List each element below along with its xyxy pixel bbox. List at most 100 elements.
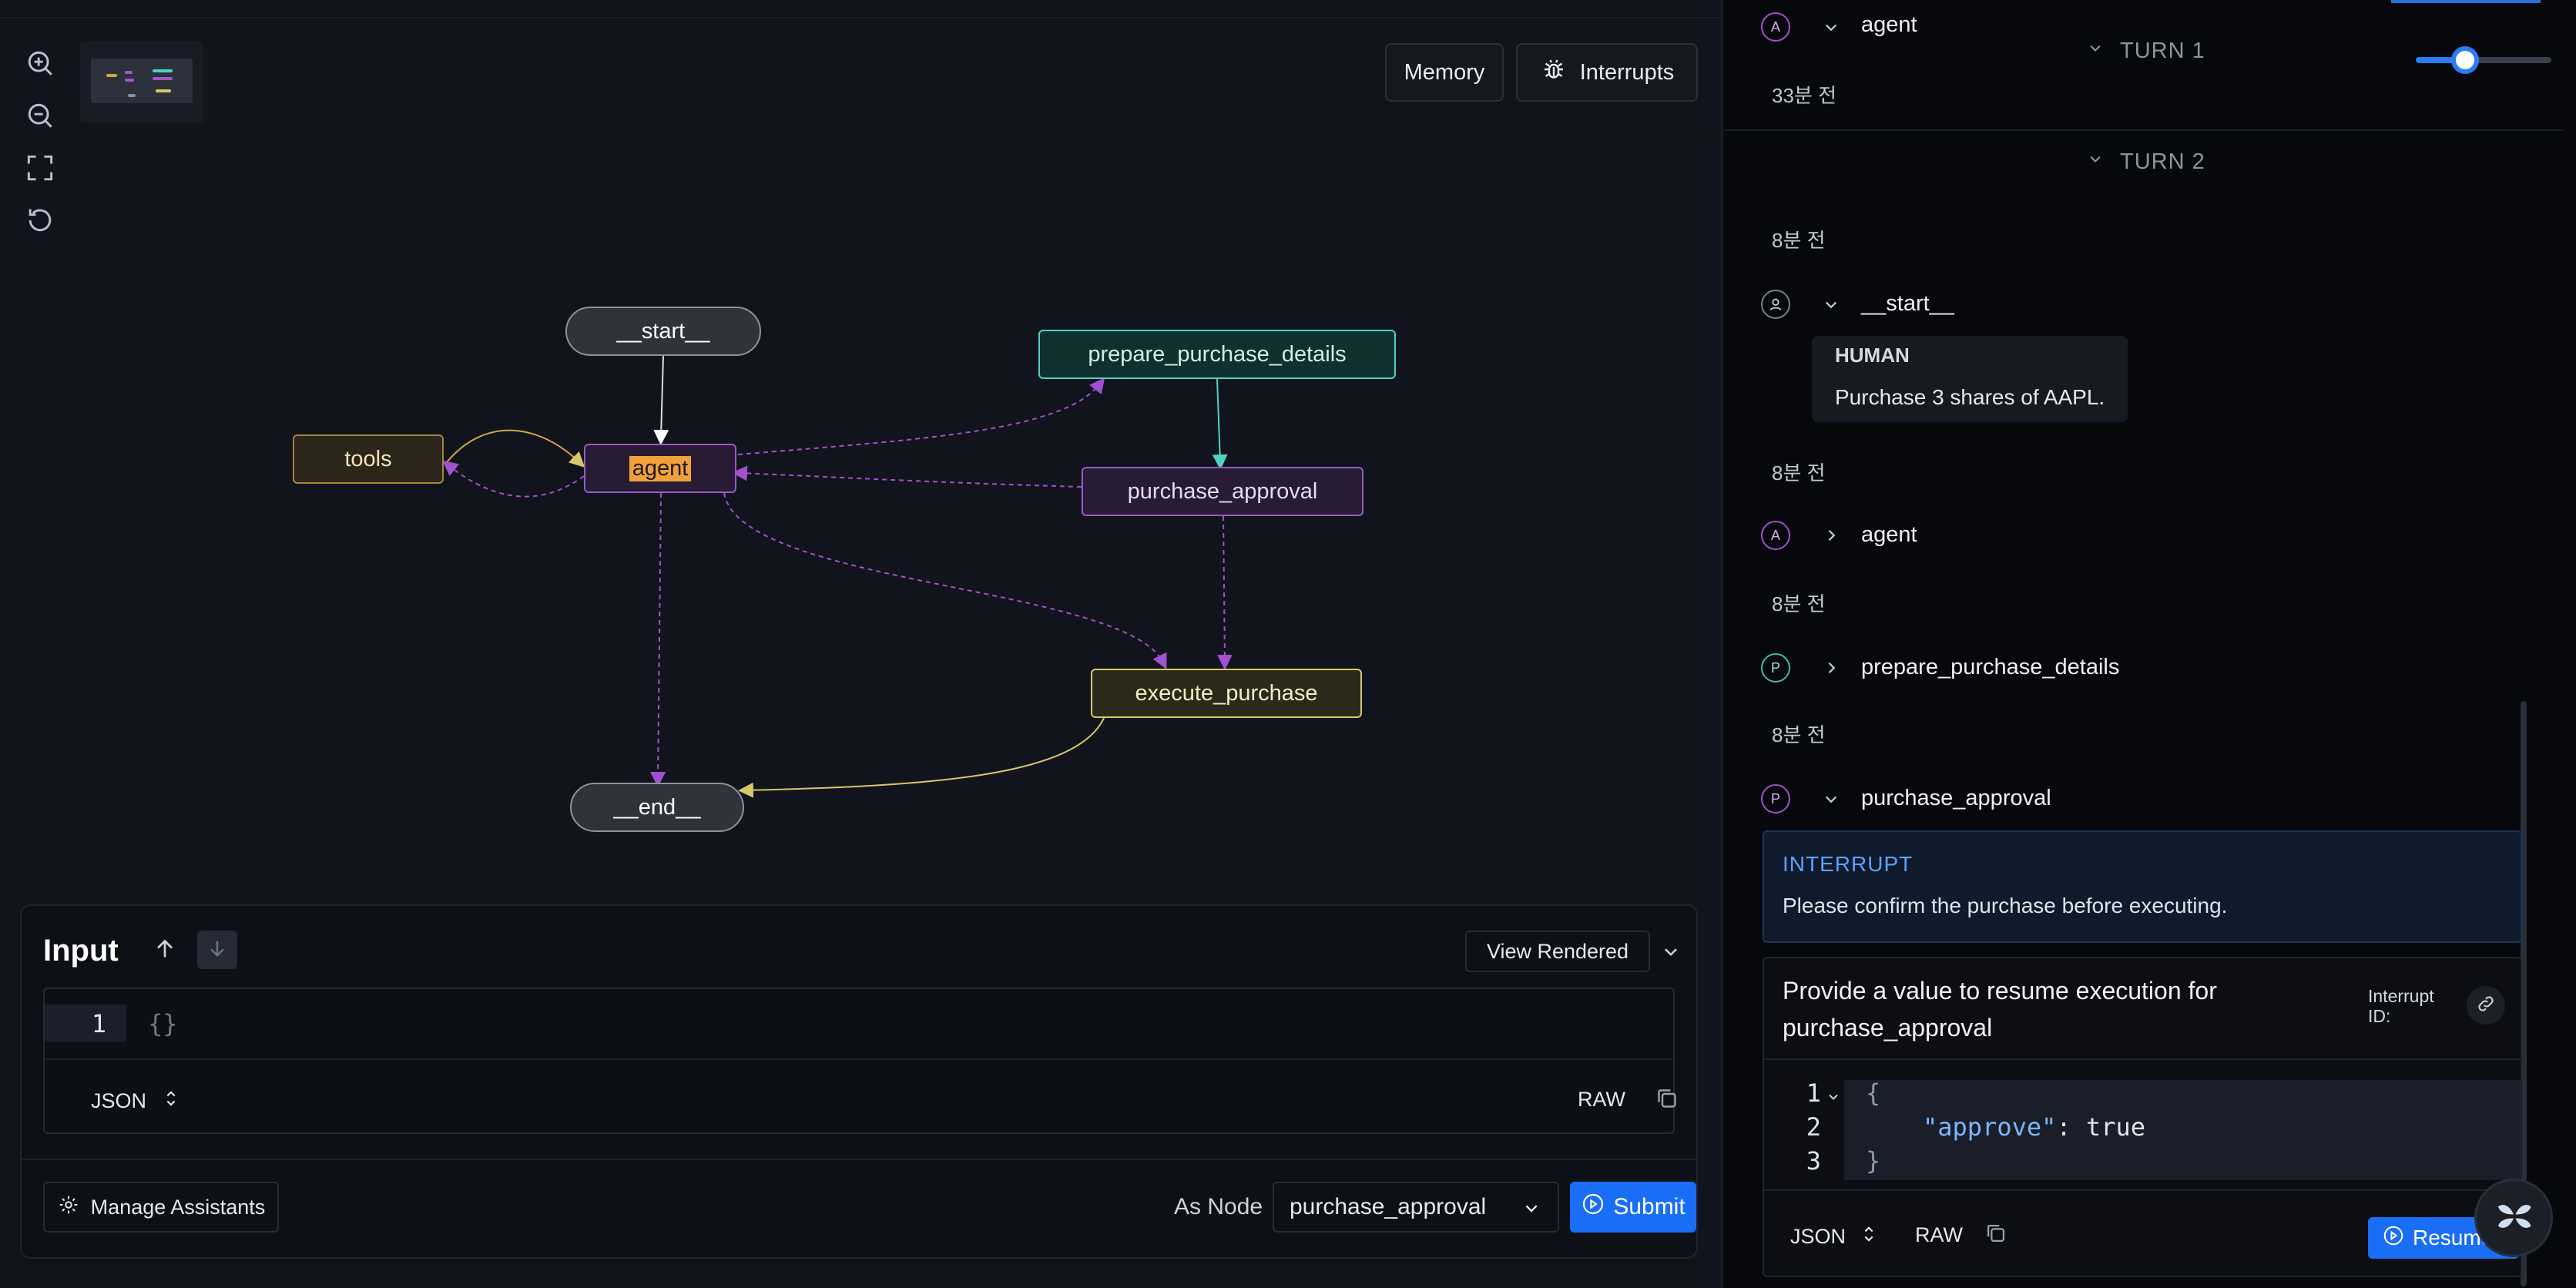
editor-line-number: 1 xyxy=(91,1009,106,1038)
fit-view-icon[interactable] xyxy=(23,151,57,185)
chevron-down-icon[interactable] xyxy=(1820,787,1843,810)
arrow-down-button[interactable] xyxy=(197,931,237,969)
zoom-out-icon[interactable] xyxy=(23,99,57,132)
chevron-down-icon[interactable] xyxy=(1820,293,1843,316)
zoom-in-icon[interactable] xyxy=(23,46,57,80)
resume-format-select[interactable]: JSON xyxy=(1790,1223,1880,1250)
manage-assistants-button[interactable]: Manage Assistants xyxy=(43,1182,279,1233)
gear-icon xyxy=(57,1193,80,1222)
input-divider xyxy=(22,1159,1696,1160)
step-name[interactable]: agent xyxy=(1861,522,1917,547)
turn-slider-fill xyxy=(2416,57,2465,63)
resume-card: Provide a value to resume execution for … xyxy=(1763,957,2522,1277)
step-name[interactable]: prepare_purchase_details xyxy=(1861,655,2120,679)
step-name[interactable]: agent xyxy=(1861,12,1917,37)
node-prepare-purchase-details[interactable]: prepare_purchase_details xyxy=(1038,330,1396,379)
chevron-down-icon xyxy=(2085,148,2106,176)
resume-code-value: true xyxy=(2085,1112,2145,1142)
view-mode-label: View Rendered xyxy=(1486,939,1629,963)
node-purchase-approval[interactable]: purchase_approval xyxy=(1082,467,1363,516)
resume-editor[interactable]: 1 2 3 { "approve": true } xyxy=(1764,1058,2521,1191)
minimap-node xyxy=(106,74,117,77)
minimap-node xyxy=(153,69,173,72)
assistant-fab-button[interactable] xyxy=(2474,1179,2553,1257)
node-start-label: __start__ xyxy=(616,318,710,344)
edge-agent-tools xyxy=(442,460,585,498)
turn-1-header[interactable]: TURN 1 xyxy=(2085,37,2205,65)
link-button[interactable] xyxy=(2467,986,2505,1025)
chevron-right-icon[interactable] xyxy=(1820,524,1843,547)
avatar: A xyxy=(1761,12,1790,42)
bug-icon xyxy=(1540,55,1568,89)
format-select[interactable]: JSON xyxy=(91,1088,182,1115)
resume-code-close[interactable]: } xyxy=(1866,1146,1881,1176)
memory-button-label: Memory xyxy=(1404,59,1485,85)
minimap-viewport xyxy=(91,59,193,103)
reset-icon[interactable] xyxy=(23,203,57,237)
step-name[interactable]: purchase_approval xyxy=(1861,786,2051,810)
arrow-up-icon[interactable] xyxy=(151,935,179,963)
view-mode-select[interactable]: View Rendered xyxy=(1465,931,1650,972)
raw-toggle[interactable]: RAW xyxy=(1578,1088,1625,1111)
resume-code-open[interactable]: { xyxy=(1866,1078,1881,1108)
manage-assistants-label: Manage Assistants xyxy=(90,1195,266,1219)
memory-button[interactable]: Memory xyxy=(1385,43,1504,102)
turn-2-label: TURN 2 xyxy=(2120,149,2205,174)
turn-slider-track[interactable] xyxy=(2416,57,2551,63)
edge-approval-execute xyxy=(1216,515,1233,670)
chevron-down-icon[interactable] xyxy=(1820,15,1843,39)
minimap-node xyxy=(125,71,132,74)
input-panel: Input View Rendered 1 {} JSON RAW xyxy=(20,904,1698,1259)
minimap-node xyxy=(128,94,136,97)
turn-2-header[interactable]: TURN 2 xyxy=(2085,148,2205,176)
resume-line-number: 3 xyxy=(1806,1146,1821,1176)
node-execute-purchase[interactable]: execute_purchase xyxy=(1091,669,1362,718)
input-editor[interactable]: 1 {} JSON RAW xyxy=(43,988,1676,1134)
link-icon xyxy=(2476,994,2496,1018)
as-node-select[interactable]: purchase_approval xyxy=(1273,1182,1559,1233)
node-end-label: __end__ xyxy=(613,794,701,820)
step-time: 8분 전 xyxy=(1772,592,1826,615)
turn-slider-handle[interactable] xyxy=(2451,46,2479,74)
node-tools[interactable]: tools xyxy=(293,434,444,484)
edge-tools-agent xyxy=(446,429,585,468)
interrupt-id-text: Interrupt ID: xyxy=(2368,986,2434,1026)
interrupts-button[interactable]: Interrupts xyxy=(1516,43,1698,102)
editor-gutter xyxy=(45,1005,126,1041)
minimap[interactable] xyxy=(80,42,203,123)
resume-code-highlight xyxy=(1844,1080,2521,1180)
format-label: JSON xyxy=(91,1089,147,1112)
resume-code-line[interactable]: "approve": true xyxy=(1923,1112,2145,1142)
edge-start-agent xyxy=(653,355,669,445)
step-name[interactable]: __start__ xyxy=(1861,291,1954,316)
node-end[interactable]: __end__ xyxy=(570,783,744,832)
arrow-down-icon xyxy=(205,936,230,964)
interrupts-button-label: Interrupts xyxy=(1579,59,1675,85)
submit-button[interactable]: Submit xyxy=(1570,1182,1696,1233)
minimap-node xyxy=(156,89,171,92)
node-approval-label: purchase_approval xyxy=(1127,478,1318,504)
step-time: 8분 전 xyxy=(1772,461,1826,485)
node-agent[interactable]: agent xyxy=(584,444,736,493)
minimap-node xyxy=(125,79,134,82)
resume-raw-toggle[interactable]: RAW xyxy=(1915,1223,1963,1246)
node-tools-label: tools xyxy=(344,446,392,471)
play-circle-icon xyxy=(2382,1224,2405,1253)
node-agent-label: agent xyxy=(629,455,692,481)
edge-agent-prepare xyxy=(737,377,1105,455)
node-start[interactable]: __start__ xyxy=(565,307,761,356)
chevron-down-icon[interactable] xyxy=(1658,938,1684,964)
interrupt-message: Please confirm the purchase before execu… xyxy=(1783,894,2228,917)
chevron-updown-icon xyxy=(160,1088,182,1115)
thread-scrollbar[interactable] xyxy=(2521,701,2527,1286)
interrupt-title: INTERRUPT xyxy=(1783,852,1914,876)
copy-icon[interactable] xyxy=(1653,1085,1681,1112)
fold-chevron-icon[interactable] xyxy=(1826,1089,1841,1105)
interrupt-card: INTERRUPT Please confirm the purchase be… xyxy=(1763,830,2522,943)
editor-code[interactable]: {} xyxy=(148,1009,178,1038)
chevron-right-icon[interactable] xyxy=(1820,656,1843,679)
copy-icon[interactable] xyxy=(1983,1220,2009,1246)
interrupt-id-label: Interrupt ID: xyxy=(2368,986,2453,1026)
graph-edges xyxy=(442,355,1233,798)
user-avatar-icon xyxy=(1761,290,1790,319)
